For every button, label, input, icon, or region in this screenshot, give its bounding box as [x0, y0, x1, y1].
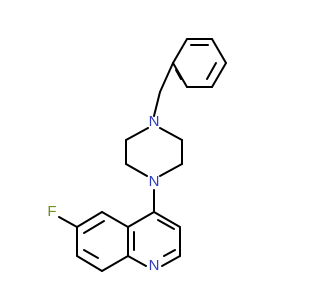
piperazine-bond	[125, 127, 149, 141]
quinoline-ring-bond	[161, 255, 181, 267]
fluorine-bond	[58, 216, 78, 228]
structure-diagram: N N N F	[47, 38, 227, 274]
quinoline-ring-bond	[76, 211, 103, 228]
quinoline-ring-bond	[153, 211, 181, 228]
piperazine-bond	[159, 163, 183, 177]
benzyl-linker-bond	[153, 91, 161, 117]
fluorine-atom-label: F	[47, 203, 56, 220]
quinoline-ring-bond	[101, 211, 129, 228]
benzyl-ring-bond	[211, 62, 227, 88]
benzyl-ring-bond	[172, 38, 188, 64]
quinoline-ring-bond	[127, 255, 147, 267]
benzyl-ring-bond	[211, 38, 227, 64]
quinoline-double-bond	[163, 249, 176, 257]
quinoline-ring-bond	[101, 255, 129, 272]
bond-set	[58, 38, 227, 272]
benzyl-linker-bond	[159, 62, 174, 93]
quinoline-double-bond	[83, 249, 99, 259]
quinoline-double-bond	[157, 219, 175, 230]
quinoline-double-bond	[83, 220, 105, 234]
benzyl-double-bond	[206, 62, 217, 80]
piperazine-bond	[125, 163, 148, 177]
quinoline-ring-bond	[127, 211, 155, 228]
atom-labels: N N N F	[47, 113, 159, 274]
nitrogen-atom-label-middle: N	[149, 173, 160, 190]
molecule-canvas: N N N F	[47, 38, 227, 274]
nitrogen-atom-label-bottom: N	[149, 257, 160, 274]
quinoline-ring-bond	[76, 255, 103, 272]
nitrogen-atom-label-top: N	[149, 113, 160, 130]
benzyl-double-bond	[175, 69, 182, 80]
benzyl-ring-bond	[172, 62, 188, 88]
piperazine-bond	[159, 127, 183, 141]
